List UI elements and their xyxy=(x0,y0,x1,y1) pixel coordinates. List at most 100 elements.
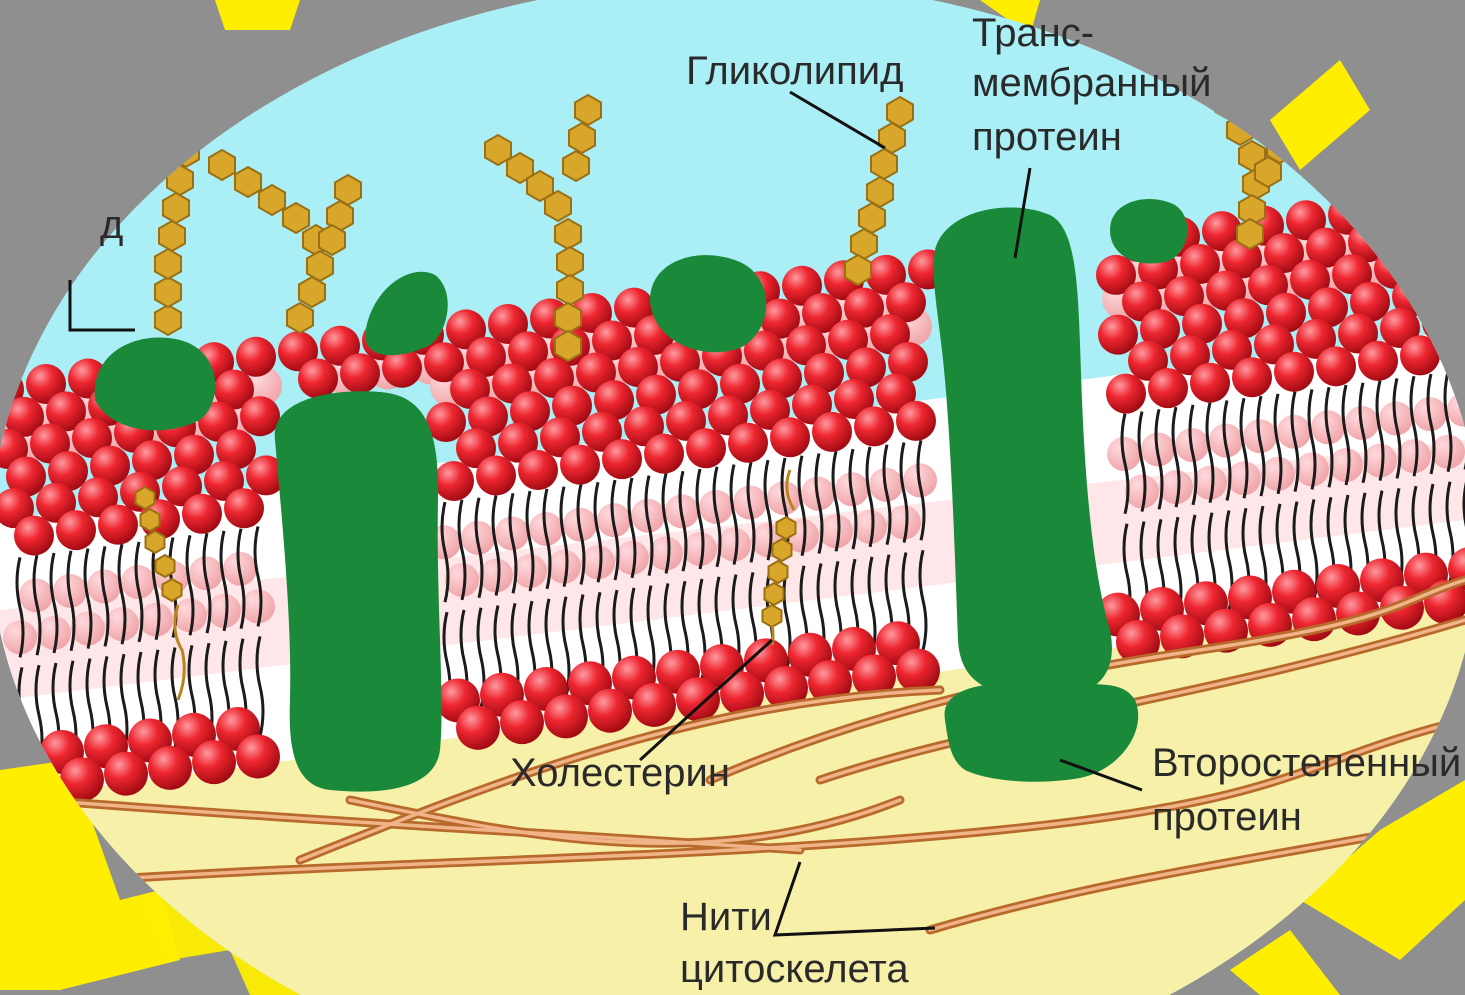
cholesterol-ring xyxy=(763,605,782,627)
lipid-head xyxy=(1232,357,1272,397)
lipid-head xyxy=(544,694,588,738)
label-cytoskeleton-1: Нити xyxy=(680,895,772,939)
lipid-head xyxy=(602,439,642,479)
cholesterol-ring xyxy=(777,517,796,539)
lipid-head xyxy=(340,353,380,393)
lipid-head xyxy=(98,505,138,545)
label-peripheral-2: протеин xyxy=(1152,795,1302,839)
lipid-head xyxy=(456,706,500,750)
lipid-head xyxy=(240,396,280,436)
sugar-unit xyxy=(575,95,601,125)
lipid-head xyxy=(224,488,264,528)
sugar-unit xyxy=(845,255,871,285)
sugar-unit xyxy=(159,221,185,251)
sugar-unit xyxy=(1237,219,1263,249)
sugar-unit xyxy=(563,151,589,181)
label-cytoskeleton-2: цитоскелета xyxy=(680,947,909,991)
lipid-head xyxy=(1190,363,1230,403)
back-lipid-head xyxy=(241,589,275,623)
sugar-unit xyxy=(555,219,581,249)
label-peripheral-1: Второстепенный xyxy=(1152,741,1461,785)
back-lipid-head xyxy=(717,528,751,562)
back-lipid-head xyxy=(71,612,105,646)
lipid-head xyxy=(518,450,558,490)
sugar-unit xyxy=(283,203,309,233)
sugar-unit xyxy=(555,303,581,333)
lipid-head xyxy=(476,456,516,496)
back-lipid-head xyxy=(1125,475,1159,509)
back-lipid-head xyxy=(581,545,615,579)
label-transmembrane-2: мембранный xyxy=(972,61,1211,105)
lipid-head xyxy=(236,734,280,778)
lipid-head xyxy=(854,406,894,446)
sugar-unit xyxy=(851,229,877,259)
sugar-unit xyxy=(287,303,313,333)
cholesterol-ring xyxy=(773,539,792,561)
sugar-unit xyxy=(235,167,261,197)
back-lipid-head xyxy=(853,510,887,544)
sugar-unit xyxy=(557,275,583,305)
lipid-head xyxy=(1106,374,1146,414)
back-lipid-head xyxy=(105,607,139,641)
sugar-unit xyxy=(163,193,189,223)
back-lipid-head xyxy=(1397,439,1431,473)
sugar-unit xyxy=(569,123,595,153)
back-lipid-head xyxy=(615,541,649,575)
back-lipid-head xyxy=(37,616,71,650)
lipid-head xyxy=(896,401,936,441)
back-lipid-head xyxy=(887,505,921,539)
back-lipid-head xyxy=(649,536,683,570)
lipid-head xyxy=(644,434,684,474)
label-glycolipid: Гликолипид xyxy=(686,49,903,93)
label-transmembrane-1: Транс- xyxy=(972,11,1094,55)
back-lipid-head xyxy=(1431,435,1465,469)
back-lipid-head xyxy=(819,514,853,548)
lipid-head xyxy=(1358,341,1398,381)
back-lipid-head xyxy=(1261,457,1295,491)
back-lipid-head xyxy=(207,594,241,628)
lipid-head xyxy=(298,359,338,399)
sugar-unit xyxy=(155,249,181,279)
sugar-unit xyxy=(319,225,345,255)
back-lipid-head xyxy=(445,563,479,597)
cholesterol-ring xyxy=(146,531,165,553)
sugar-unit xyxy=(555,331,581,361)
lipid-head xyxy=(560,445,600,485)
cholesterol-ring xyxy=(769,561,788,583)
lipid-head xyxy=(1316,346,1356,386)
lipid-head xyxy=(1098,315,1138,355)
cholesterol-ring xyxy=(136,487,155,509)
lipid-head xyxy=(148,746,192,790)
label-cropped-left: д xyxy=(100,203,123,247)
lipid-head xyxy=(14,516,54,556)
sugar-unit xyxy=(871,149,897,179)
sugar-unit xyxy=(299,277,325,307)
sugar-unit xyxy=(155,305,181,335)
cholesterol-ring xyxy=(163,579,182,601)
transmembrane-protein-left xyxy=(275,391,442,791)
back-lipid-head xyxy=(479,559,513,593)
lipid-head xyxy=(1274,352,1314,392)
back-lipid-head xyxy=(1193,466,1227,500)
sugar-unit xyxy=(259,185,285,215)
lipid-head xyxy=(686,428,726,468)
lipid-head xyxy=(632,683,676,727)
peripheral-protein-outer-right xyxy=(1110,199,1187,263)
back-lipid-head xyxy=(1159,470,1193,504)
back-lipid-head xyxy=(1329,448,1363,482)
sugar-unit xyxy=(545,191,571,221)
lipid-head xyxy=(104,752,148,796)
sugar-unit xyxy=(155,277,181,307)
cholesterol-ring xyxy=(765,583,784,605)
back-lipid-head xyxy=(139,603,173,637)
lipid-head xyxy=(1148,368,1188,408)
lipid-head xyxy=(500,700,544,744)
lipid-head xyxy=(434,461,474,501)
lipid-head xyxy=(182,494,222,534)
back-lipid-head xyxy=(547,550,581,584)
label-cholesterol: Холестерин xyxy=(510,751,730,795)
back-lipid-head xyxy=(1363,444,1397,478)
label-transmembrane-3: протеин xyxy=(972,115,1122,159)
